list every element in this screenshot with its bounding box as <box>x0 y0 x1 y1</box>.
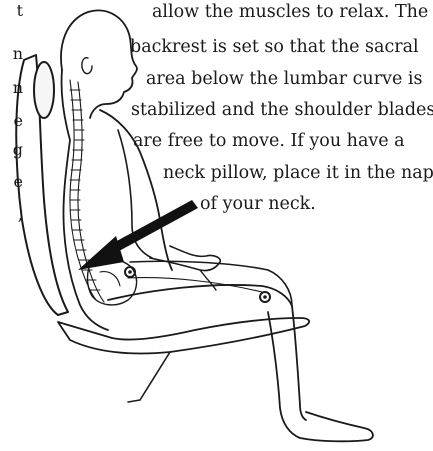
text-line: backrest is set so that the sacral <box>130 37 419 57</box>
foot-outline <box>280 408 373 441</box>
text-line: are free to move. If you have a <box>133 131 405 151</box>
left-fragment: e <box>14 174 23 190</box>
left-fragment: , <box>18 207 23 223</box>
neck-pillow <box>34 62 54 118</box>
text-line: allow the muscles to relax. The <box>152 2 428 22</box>
lumbar-arrow <box>78 200 198 270</box>
text-line: neck pillow, place it in the nape <box>163 163 433 183</box>
spine-illustration <box>70 80 104 302</box>
back-outline <box>61 70 108 330</box>
ear-outline <box>82 58 92 74</box>
text-line: stabilized and the shoulder blades <box>131 100 433 120</box>
lower-leg-outline <box>292 306 306 420</box>
left-fragment: g <box>13 142 23 158</box>
hand-outline <box>200 270 216 290</box>
chair-leg <box>128 352 170 402</box>
left-fragment: t <box>17 3 23 19</box>
left-fragment: e <box>14 113 23 129</box>
forearm-outline <box>150 246 220 271</box>
text-line: area below the lumbar curve is <box>146 69 422 89</box>
left-fragment: n <box>13 46 23 62</box>
left-fragment: n <box>13 80 23 96</box>
text-line: of your neck. <box>200 194 316 214</box>
